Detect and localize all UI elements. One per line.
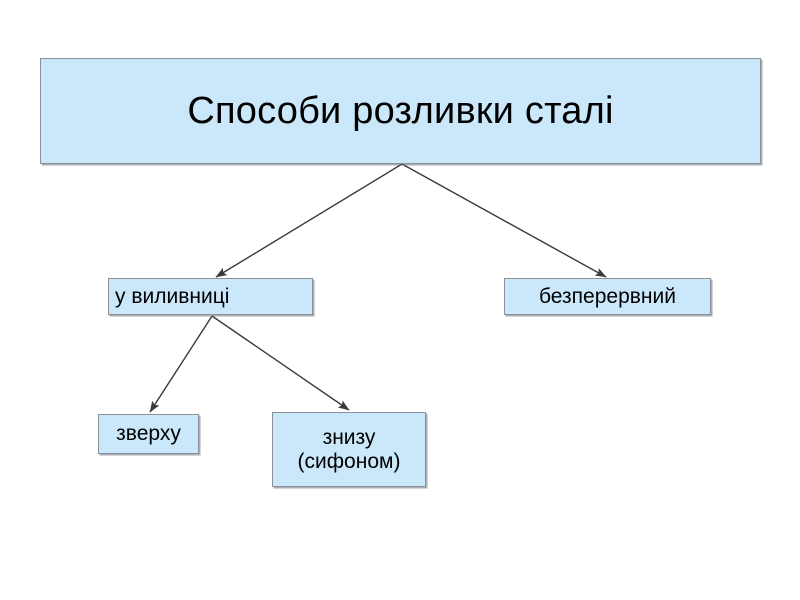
node-top-pouring[interactable]: зверху <box>98 414 199 454</box>
edge-ingot-to-bottom <box>211 315 350 411</box>
node-root-casting-methods[interactable]: Способи розливки сталі <box>40 58 761 164</box>
edge-root-to-continuous <box>401 163 607 278</box>
edge-ingot-to-top <box>149 315 213 413</box>
node-ingot-mold[interactable]: у виливниці <box>108 278 313 315</box>
edge-root-to-ingot <box>215 163 403 278</box>
node-continuous-casting[interactable]: безперервний <box>504 278 711 315</box>
node-bottom-siphon-pouring[interactable]: знизу (сифоном) <box>272 412 426 487</box>
